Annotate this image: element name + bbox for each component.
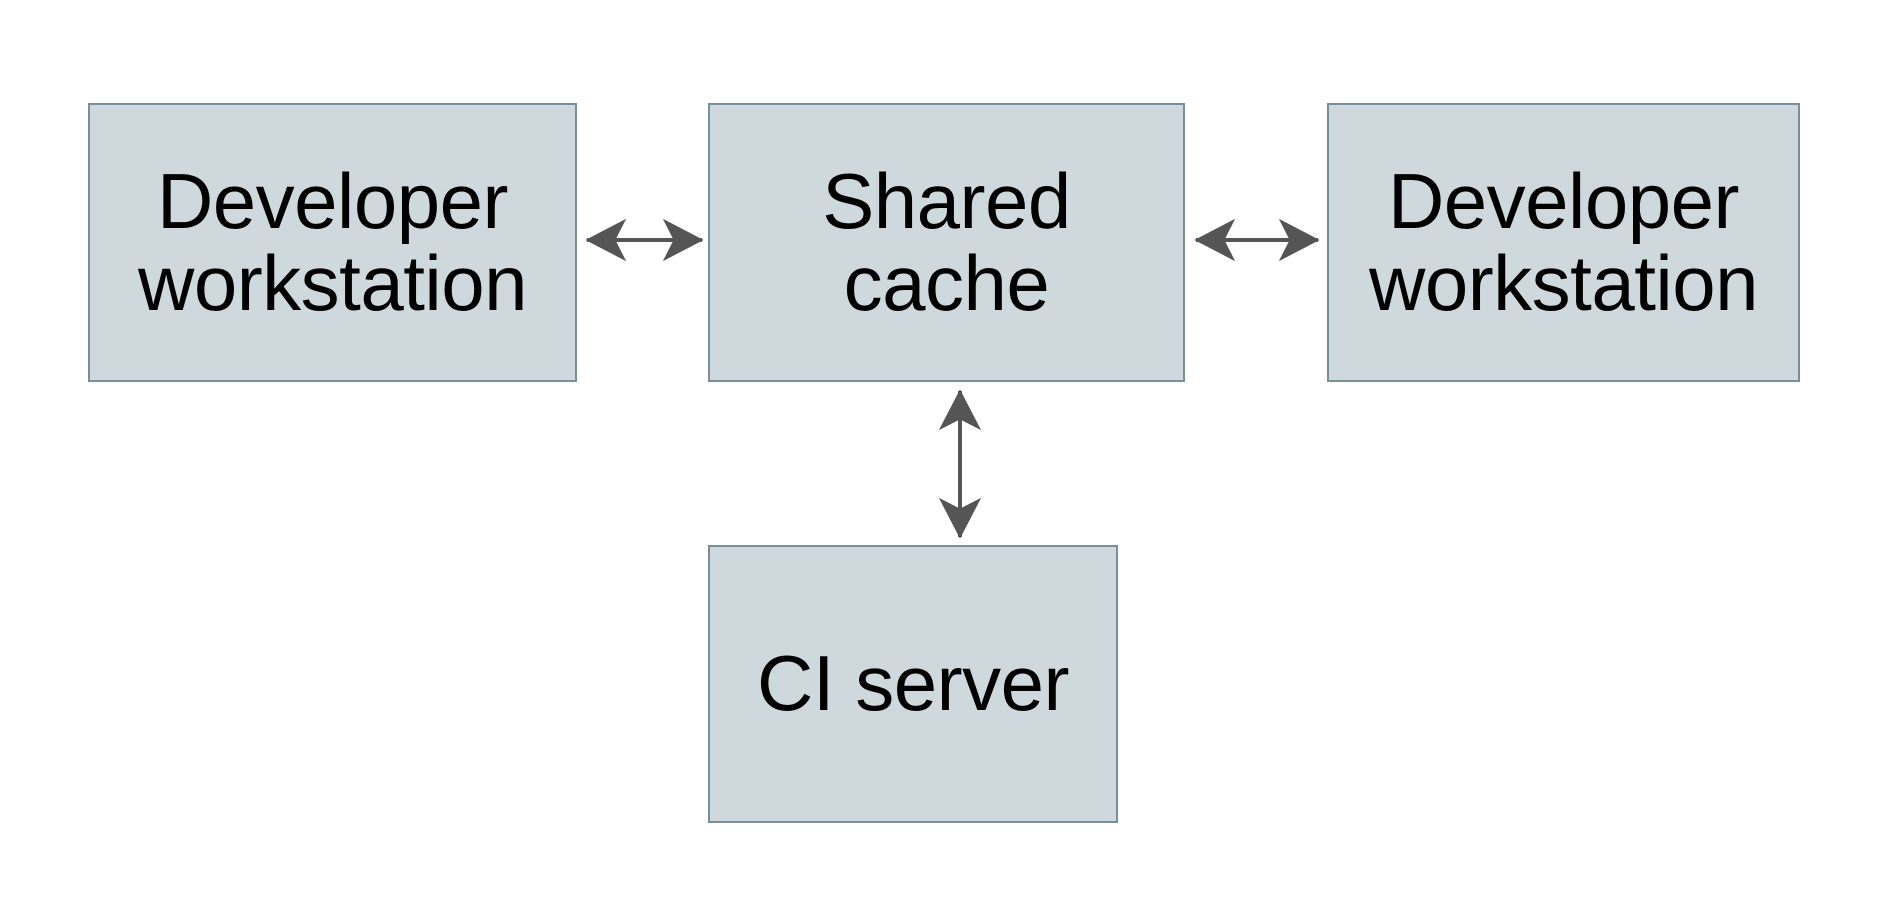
node-label: Shared cache xyxy=(822,156,1071,327)
node-developer-workstation-right[interactable]: Developer workstation xyxy=(1327,103,1800,382)
node-shared-cache[interactable]: Shared cache xyxy=(708,103,1185,382)
node-developer-workstation-left[interactable]: Developer workstation xyxy=(88,103,577,382)
node-ci-server[interactable]: CI server xyxy=(708,545,1118,823)
node-label: Developer workstation xyxy=(1369,156,1759,327)
node-label: CI server xyxy=(757,639,1069,728)
node-label: Developer workstation xyxy=(138,156,528,327)
